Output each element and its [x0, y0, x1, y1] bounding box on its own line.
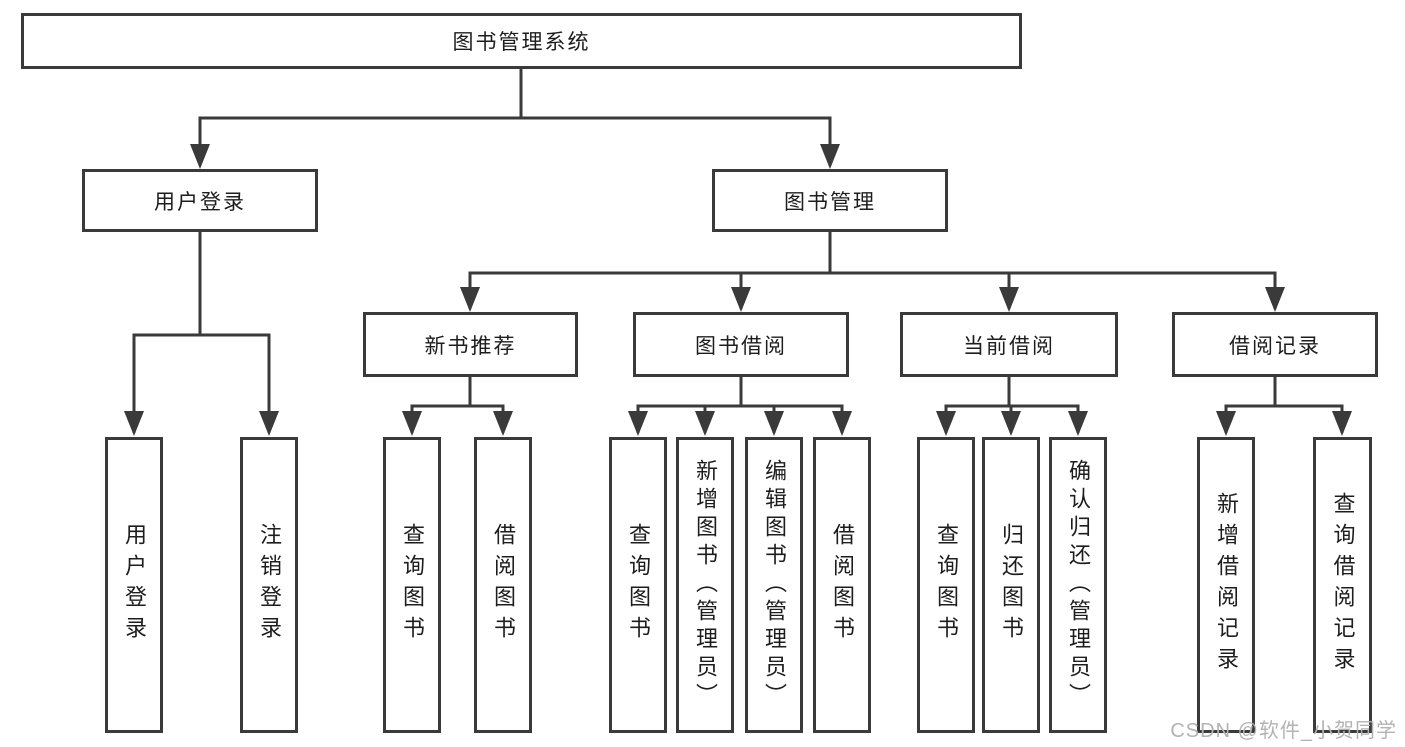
leaf-add-borrow-record: 新增借阅记录 [1197, 437, 1255, 733]
leaf-add-book: 新增图书（管理员） [676, 437, 734, 733]
leaf-query-book-2-label: 查询图书 [626, 523, 651, 647]
node-user-login: 用户登录 [82, 169, 318, 232]
leaf-borrow-book-2: 借阅图书 [813, 437, 871, 733]
edge-current-borrow-trunk [944, 375, 1080, 408]
leaf-logout-label: 注销登录 [257, 523, 282, 647]
leaf-borrow-book-1: 借阅图书 [474, 437, 532, 733]
leaf-logout: 注销登录 [240, 437, 298, 733]
leaf-query-book-3-label: 查询图书 [934, 523, 959, 647]
edge-root-trunk [198, 67, 832, 120]
node-root: 图书管理系统 [21, 13, 1022, 69]
node-book-manage-label: 图书管理 [784, 190, 876, 214]
node-current-borrow-label: 当前借阅 [963, 334, 1055, 358]
node-borrow-record: 借阅记录 [1172, 312, 1378, 377]
node-root-label: 图书管理系统 [452, 31, 591, 54]
node-new-book: 新书推荐 [363, 312, 578, 377]
leaf-add-borrow-record-label: 新增借阅记录 [1214, 492, 1239, 678]
leaf-borrow-book-2-label: 借阅图书 [830, 523, 855, 647]
node-book-manage: 图书管理 [712, 169, 948, 232]
edge-book-manage-trunk [468, 230, 1277, 275]
leaf-query-book-3: 查询图书 [917, 437, 975, 733]
csdn-watermark: CSDN @软件_小贺同学 [1170, 720, 1397, 742]
leaf-return-book-label: 归还图书 [999, 523, 1024, 647]
leaf-return-book: 归还图书 [982, 437, 1040, 733]
leaf-query-borrow-record-label: 查询借阅记录 [1330, 492, 1356, 678]
node-current-borrow: 当前借阅 [900, 312, 1118, 377]
leaf-edit-book-label: 编辑图书（管理员） [762, 459, 787, 711]
leaf-query-book-1: 查询图书 [383, 437, 441, 733]
leaf-borrow-book-1-label: 借阅图书 [491, 523, 516, 647]
leaf-add-book-label: 新增图书（管理员） [693, 459, 718, 711]
edge-borrow-record-trunk [1224, 375, 1344, 408]
leaf-user-login-label: 用户登录 [122, 523, 147, 647]
leaf-query-borrow-record: 查询借阅记录 [1313, 437, 1372, 733]
node-new-book-label: 新书推荐 [424, 334, 517, 358]
leaf-confirm-return-label: 确认归还（管理员） [1066, 459, 1091, 711]
leaf-query-book-1-label: 查询图书 [400, 523, 425, 647]
node-book-borrow-label: 图书借阅 [695, 334, 787, 358]
node-book-borrow: 图书借阅 [633, 312, 849, 377]
leaf-edit-book: 编辑图书（管理员） [745, 437, 803, 733]
edge-new-book-trunk [410, 375, 505, 408]
edge-user-login-trunk [132, 230, 271, 337]
leaf-query-book-2: 查询图书 [609, 437, 667, 733]
leaf-confirm-return: 确认归还（管理员） [1049, 437, 1107, 733]
node-user-login-label: 用户登录 [154, 190, 246, 214]
node-borrow-record-label: 借阅记录 [1229, 334, 1321, 358]
leaf-user-login: 用户登录 [105, 437, 163, 733]
edge-book-borrow-trunk [636, 375, 844, 408]
